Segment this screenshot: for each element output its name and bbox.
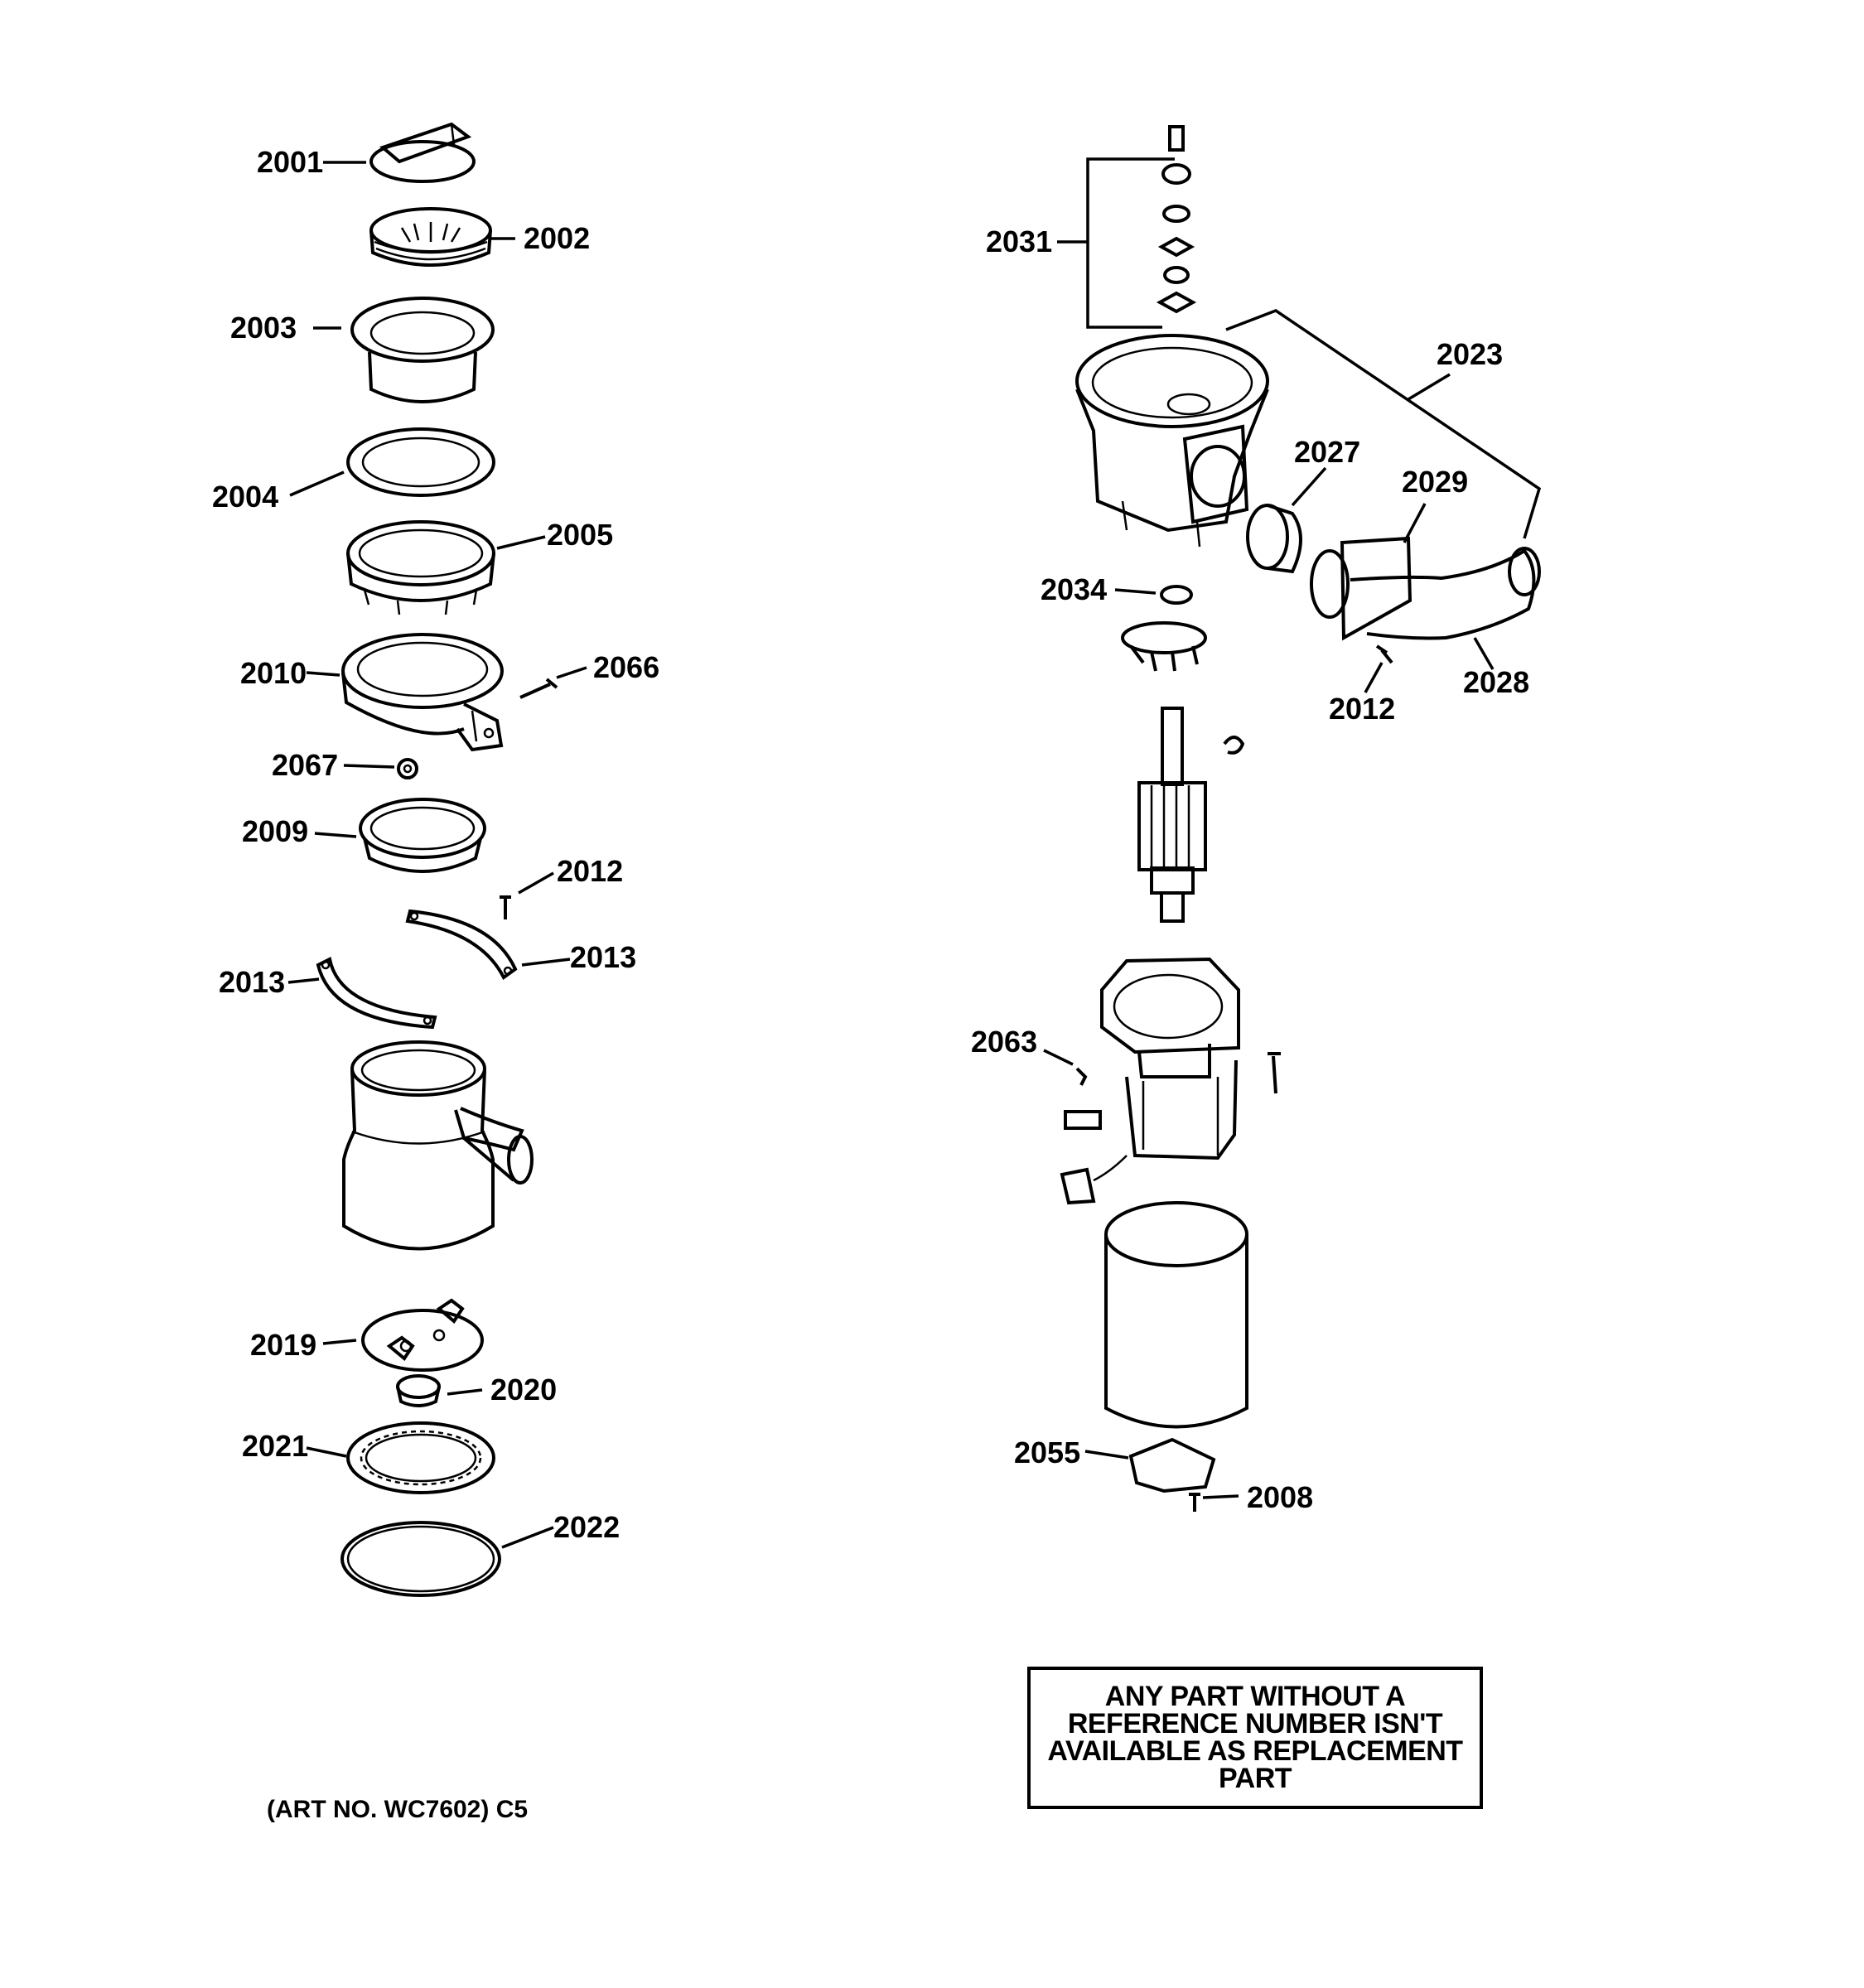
callout-2063: 2063 — [971, 1025, 1037, 1059]
callout-2028: 2028 — [1463, 665, 1529, 699]
callout-2031: 2031 — [986, 224, 1052, 258]
callout-2013-right: 2013 — [570, 940, 636, 974]
part-2021-grind-ring — [346, 1421, 495, 1494]
callout-2001: 2001 — [257, 145, 323, 179]
leader-2019 — [322, 1339, 357, 1345]
part-2002-strainer — [369, 207, 492, 267]
callout-2005: 2005 — [547, 518, 613, 552]
part-long-screw — [1268, 1052, 1281, 1094]
callout-2034: 2034 — [1041, 572, 1107, 606]
callout-2021: 2021 — [242, 1429, 308, 1463]
callout-2004: 2004 — [212, 480, 278, 514]
leader-2023-bracket — [1225, 309, 1542, 539]
part-rotor-armature — [1137, 707, 1207, 923]
part-2013-baffle-upper — [405, 909, 518, 980]
part-motor-shell — [1104, 1201, 1248, 1429]
callout-2019: 2019 — [250, 1328, 316, 1362]
part-2019-grind-plate — [361, 1298, 484, 1372]
leader-2031-bracket — [1086, 157, 1175, 329]
part-2005-mounting-ring — [346, 520, 495, 615]
art-number: (ART NO. WC7602) C5 — [267, 1796, 529, 1823]
leader-2005 — [496, 535, 546, 550]
callout-2066: 2066 — [593, 650, 659, 684]
callout-2012-left: 2012 — [557, 854, 623, 888]
part-2067-nut — [397, 758, 418, 779]
callout-2055: 2055 — [1014, 1436, 1080, 1469]
part-hopper-body — [342, 1040, 534, 1251]
leader-2063 — [1043, 1049, 1074, 1066]
part-2031-seal-stack — [1156, 125, 1197, 314]
leader-2034 — [1114, 588, 1157, 595]
replacement-notice-text: ANY PART WITHOUT A REFERENCE NUMBER ISN'… — [1047, 1681, 1463, 1794]
part-2029-discharge-flange — [1310, 536, 1412, 641]
part-2004-gasket — [346, 427, 495, 497]
leader-2012-left — [518, 871, 554, 895]
leader-2010 — [306, 671, 340, 677]
part-motor-stator — [1060, 957, 1240, 1205]
leader-2013-right — [521, 958, 571, 967]
leader-2020 — [447, 1388, 483, 1396]
part-2012-screw-left — [500, 895, 511, 919]
part-2034-washer — [1160, 585, 1193, 605]
leader-2067 — [343, 764, 395, 769]
part-retaining-clip — [1223, 736, 1245, 755]
leader-2008 — [1202, 1494, 1239, 1499]
part-2010-clamp-ring — [341, 633, 504, 752]
leader-2029 — [1403, 503, 1427, 543]
leader-2023 — [1408, 373, 1451, 401]
leader-2004 — [289, 470, 345, 497]
part-2066-screw — [519, 678, 558, 699]
callout-labels: 2001 2002 2003 2004 2005 2010 2066 2067 … — [212, 145, 1529, 1544]
leader-2066 — [556, 666, 587, 679]
part-2013-baffle-lower — [316, 957, 437, 1030]
leader-2013-left — [287, 977, 320, 984]
part-2012-screw-right — [1375, 644, 1393, 664]
part-2009-ring — [359, 798, 486, 873]
part-2020-hub — [396, 1374, 441, 1407]
callout-2009: 2009 — [242, 814, 308, 848]
callout-2013-left: 2013 — [219, 965, 285, 999]
leader-2055 — [1084, 1450, 1129, 1460]
leader-2027 — [1291, 466, 1327, 507]
callout-2029: 2029 — [1402, 465, 1468, 499]
callout-2020: 2020 — [490, 1373, 557, 1407]
leader-2028 — [1473, 637, 1495, 670]
callout-2023: 2023 — [1437, 337, 1503, 371]
callout-2010: 2010 — [240, 656, 307, 690]
part-2003-flange — [350, 297, 495, 403]
part-2008-screw — [1189, 1493, 1200, 1512]
callout-2012-right: 2012 — [1329, 692, 1395, 726]
part-2027-coupling — [1246, 504, 1302, 574]
part-2022-gasket — [340, 1521, 501, 1597]
replacement-notice-box: ANY PART WITHOUT A REFERENCE NUMBER ISN'… — [1027, 1667, 1483, 1809]
callout-2008: 2008 — [1247, 1480, 1313, 1514]
callout-2002: 2002 — [524, 221, 590, 255]
part-2001-stopper — [369, 122, 476, 183]
part-2063-clip — [1075, 1067, 1088, 1086]
part-2028-discharge-tube — [1350, 547, 1541, 640]
part-2023-upper-housing — [1075, 334, 1269, 548]
callout-2022: 2022 — [553, 1510, 620, 1544]
leader-2009 — [314, 832, 357, 838]
leader-2022 — [501, 1526, 554, 1549]
leader-2021 — [306, 1446, 347, 1458]
leader-2012-right — [1364, 662, 1384, 693]
leader-lines — [287, 157, 1542, 1549]
part-impeller — [1121, 621, 1207, 672]
callout-2067: 2067 — [272, 748, 338, 782]
callout-2003: 2003 — [230, 311, 297, 345]
callout-2027: 2027 — [1294, 435, 1360, 469]
part-2055-cover-plate — [1128, 1437, 1216, 1493]
